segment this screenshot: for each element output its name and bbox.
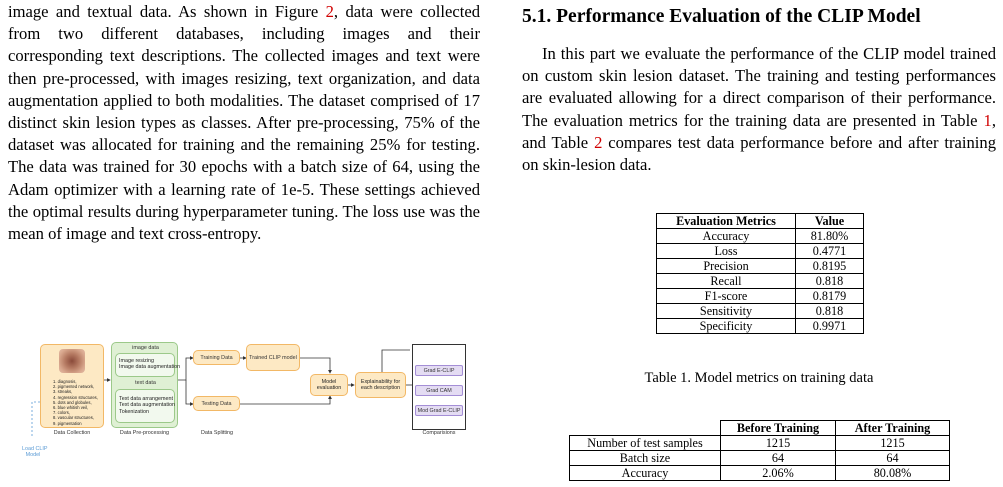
left-column: image and textual data. As shown in Figu… <box>8 0 480 245</box>
trained-clip-box: Trained CLIP model <box>246 344 300 371</box>
grad-eclip-box: Grad E-CLIP <box>415 365 463 376</box>
paragraph-text: , data were collected from two different… <box>8 2 480 244</box>
section-paragraph: In this part we evaluate the performance… <box>522 43 996 176</box>
explainability-label: Explainability for each description <box>360 379 401 392</box>
grad-eclip-label: Grad E-CLIP <box>423 368 455 374</box>
table-header-row: Before Training After Training <box>569 420 950 436</box>
image-data-items: Image resizing Image data augmentation <box>119 358 181 371</box>
table-cell: 0.8195 <box>795 258 864 274</box>
table-cell: 1215 <box>835 435 950 451</box>
table-cell: 1215 <box>720 435 836 451</box>
paragraph-text: In this part we evaluate the performance… <box>522 44 996 130</box>
training-data-label: Training Data <box>200 355 233 361</box>
criteria-list: 1. diagnosis, 2. pigmented network, 3. s… <box>53 379 98 426</box>
table-cell: Loss <box>656 243 796 259</box>
comparisons-box: Grad E-CLIP Grad CAM Mod Grad E-CLIP <box>412 344 466 430</box>
table-cell: 0.4771 <box>795 243 864 259</box>
table-header-cell: After Training <box>835 420 950 436</box>
stage-label-comparisons: Comparisions <box>422 430 456 436</box>
table-cell: Specificity <box>656 318 796 334</box>
table-cell: 80.08% <box>835 465 950 481</box>
table2-ref-link[interactable]: 2 <box>594 132 603 152</box>
table-header-cell: Value <box>795 213 864 229</box>
figure-ref-link[interactable]: 2 <box>325 2 334 21</box>
table1-caption: Table 1. Model metrics on training data <box>644 370 874 386</box>
body-paragraph: image and textual data. As shown in Figu… <box>8 0 480 245</box>
paragraph-text: compares test data performance before an… <box>522 132 996 175</box>
image-data-box: Image resizing Image data augmentation <box>115 353 180 377</box>
section-heading: 5.1. Performance Evaluation of the CLIP … <box>522 6 921 27</box>
table-header-row: Evaluation Metrics Value <box>656 213 864 229</box>
data-collection-box: 1. diagnosis, 2. pigmented network, 3. s… <box>40 344 104 428</box>
table-cell: 81.80% <box>795 228 864 244</box>
table-cell: 64 <box>720 450 836 466</box>
model-evaluation-label: Model evaluation <box>316 379 342 392</box>
table-cell: 0.818 <box>795 303 864 319</box>
pipeline-figure: 1. diagnosis, 2. pigmented network, 3. s… <box>0 330 480 480</box>
text-data-items: Text data arrangement Text data augmenta… <box>119 396 176 415</box>
table-cell: 0.8179 <box>795 288 864 304</box>
mod-grad-eclip-label: Mod Grad E-CLIP <box>417 408 461 414</box>
grad-cam-label: Grad CAM <box>426 388 452 394</box>
right-column: 5.1. Performance Evaluation of the CLIP … <box>522 0 996 481</box>
figure-arrows <box>31 349 412 436</box>
explainability-box: Explainability for each description <box>355 372 406 398</box>
image-data-title: image data <box>132 345 159 351</box>
preprocessing-box: image data Image resizing Image data aug… <box>111 342 180 428</box>
load-clip-label: Load CLIP Model <box>22 446 48 459</box>
table-cell: Accuracy <box>656 228 796 244</box>
table-cell: F1-score <box>656 288 796 304</box>
table-cell: 2.06% <box>720 465 836 481</box>
table-cell: Number of test samples <box>569 435 721 451</box>
table1-ref-link[interactable]: 1 <box>983 110 992 130</box>
testing-data-label: Testing Data <box>201 401 232 407</box>
table-cell: Recall <box>656 273 796 289</box>
testing-data-box: Testing Data <box>193 396 240 411</box>
trained-clip-label: Trained CLIP model <box>249 355 297 361</box>
text-data-title: text data <box>135 380 156 386</box>
table-cell: 0.818 <box>795 273 864 289</box>
training-data-box: Training Data <box>193 350 240 365</box>
stage-label-splitting: Data Splitting <box>200 430 234 436</box>
table-header-cell: Before Training <box>720 420 836 436</box>
test-comparison-table: Before Training After Training Number of… <box>569 420 950 481</box>
mod-grad-eclip-box: Mod Grad E-CLIP <box>415 405 463 416</box>
table-cell: Accuracy <box>569 465 721 481</box>
stage-label-preprocessing: Data Pre-processing <box>119 430 170 436</box>
grad-cam-box: Grad CAM <box>415 385 463 396</box>
skin-lesion-image <box>59 349 85 373</box>
stage-label-collection: Data Collection <box>53 430 91 436</box>
table-cell: Sensitivity <box>656 303 796 319</box>
table-cell: Batch size <box>569 450 721 466</box>
table-header-cell: Evaluation Metrics <box>656 213 796 229</box>
table-cell: 64 <box>835 450 950 466</box>
model-evaluation-box: Model evaluation <box>310 374 348 396</box>
text-data-box: Text data arrangement Text data augmenta… <box>115 389 175 423</box>
table-header-cell <box>569 420 721 436</box>
table-cell: Precision <box>656 258 796 274</box>
table-cell: 0.9971 <box>795 318 864 334</box>
paragraph-text: image and textual data. As shown in Figu… <box>8 2 326 21</box>
paragraph-text: , and Table <box>522 110 996 152</box>
